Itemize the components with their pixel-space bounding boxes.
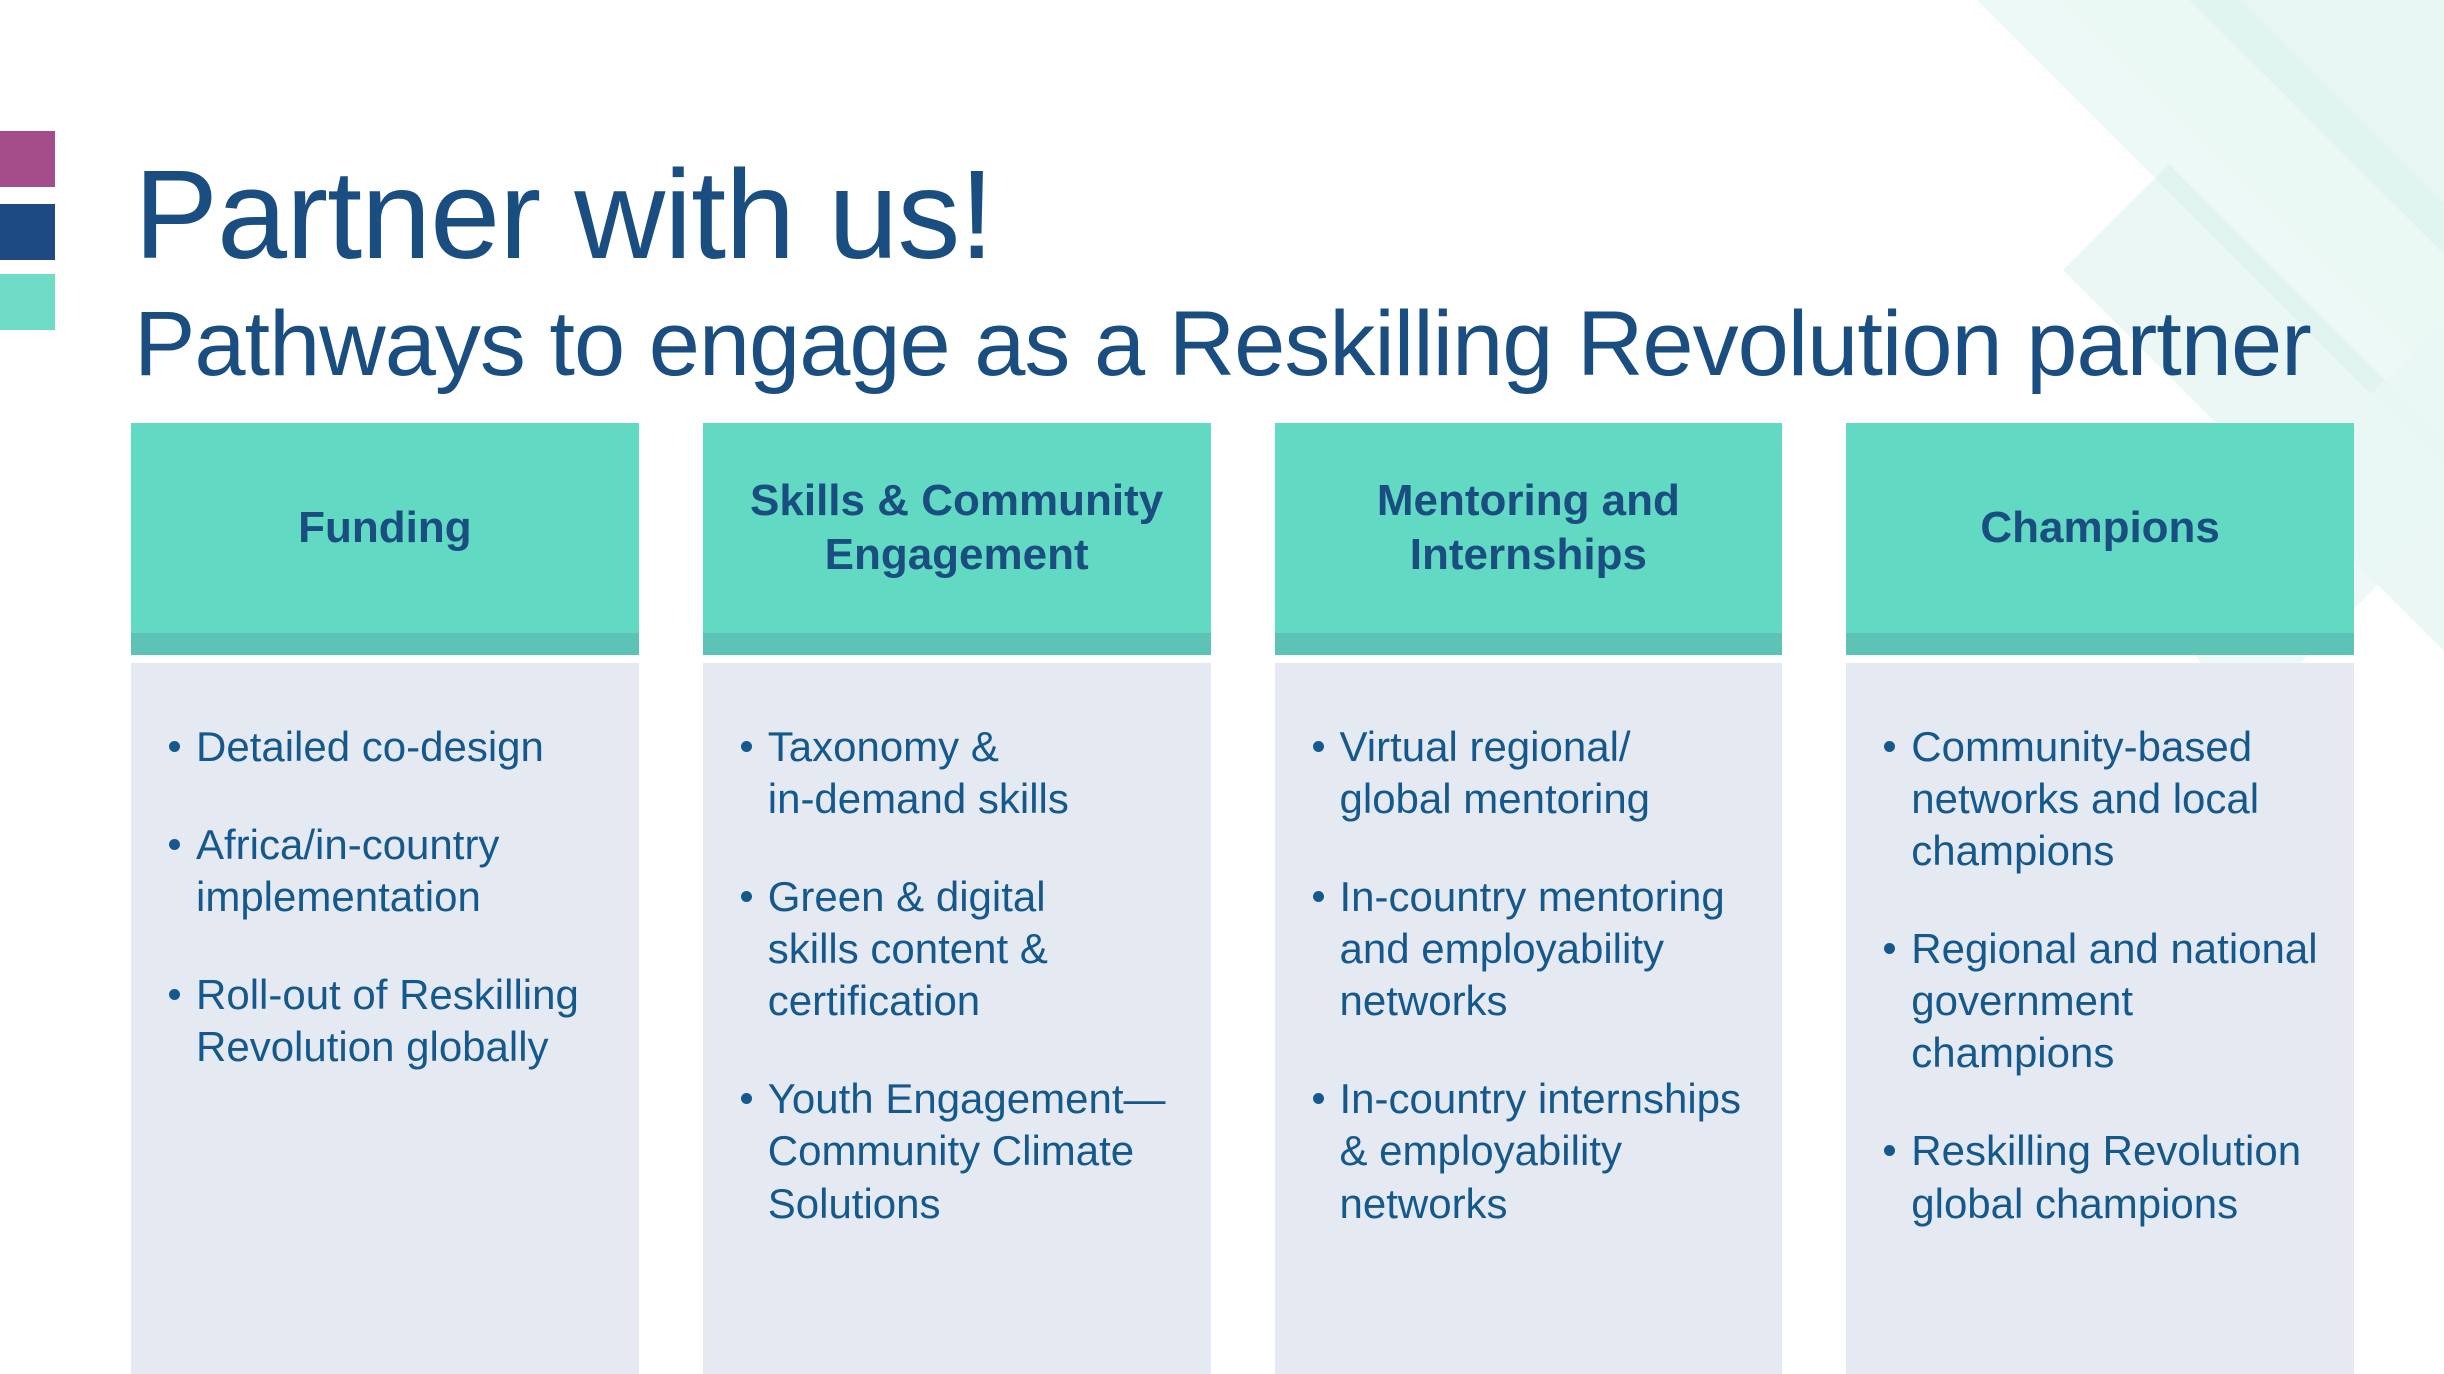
- bullet-text: Regional and national government champio…: [1911, 925, 2318, 1077]
- decoration-band: [2189, 0, 2444, 255]
- bullet-text: Africa/in-country implementation: [196, 821, 500, 921]
- list-item: Youth Engagement— Community Climate Solu…: [739, 1073, 1193, 1229]
- column-champions: Champions Community-based networks and l…: [1846, 423, 2354, 1374]
- slide-title: Partner with us!: [134, 144, 994, 285]
- column-mentoring-internships: Mentoring and Internships Virtual region…: [1274, 423, 1783, 1374]
- column-body: Virtual regional/ global mentoring In-co…: [1274, 663, 1783, 1374]
- bullet-list: Detailed co-design Africa/in-country imp…: [167, 721, 621, 1073]
- bullet-text: Roll-out of Reskilling Revolution global…: [196, 971, 579, 1071]
- bullet-text: Detailed co-design: [196, 723, 544, 770]
- column-gap: [1275, 655, 1783, 663]
- pathways-columns: Funding Detailed co-design Africa/in-cou…: [131, 423, 2354, 1374]
- column-header-underline: [1274, 633, 1783, 655]
- bullet-text: Virtual regional/ global mentoring: [1339, 723, 1651, 823]
- list-item: In-country internships & employability n…: [1311, 1073, 1765, 1229]
- bullet-text: Reskilling Revolution global champions: [1911, 1127, 2302, 1227]
- accent-square-navy: [0, 204, 55, 260]
- list-item: In-country mentoring and employability n…: [1311, 871, 1765, 1027]
- column-body: Community-based networks and local champ…: [1846, 663, 2354, 1374]
- column-header: Funding: [131, 423, 639, 633]
- list-item: Taxonomy & in-demand skills: [739, 721, 1193, 825]
- column-header: Champions: [1846, 423, 2354, 633]
- bullet-text: Community-based networks and local champ…: [1911, 723, 2260, 875]
- column-header: Mentoring and Internships: [1274, 423, 1783, 633]
- bullet-text: Youth Engagement— Community Climate Solu…: [767, 1075, 1166, 1227]
- bullet-text: Taxonomy & in-demand skills: [767, 723, 1069, 823]
- bullet-text: Green & digital skills content & certifi…: [767, 873, 1048, 1025]
- column-gap: [1846, 655, 2354, 663]
- column-funding: Funding Detailed co-design Africa/in-cou…: [131, 423, 639, 1374]
- column-gap: [131, 655, 639, 663]
- column-header-underline: [131, 633, 639, 655]
- column-header-underline: [1846, 633, 2354, 655]
- list-item: Detailed co-design: [167, 721, 621, 773]
- bullet-text: In-country mentoring and employability n…: [1339, 873, 1725, 1025]
- bullet-list: Taxonomy & in-demand skills Green & digi…: [739, 721, 1193, 1230]
- list-item: Green & digital skills content & certifi…: [739, 871, 1193, 1027]
- list-item: Africa/in-country implementation: [167, 819, 621, 923]
- list-item: Virtual regional/ global mentoring: [1311, 721, 1765, 825]
- list-item: Reskilling Revolution global champions: [1882, 1125, 2336, 1229]
- column-skills-community: Skills & Community Engagement Taxonomy &…: [702, 423, 1211, 1374]
- column-body: Detailed co-design Africa/in-country imp…: [131, 663, 639, 1374]
- accent-square-magenta: [0, 131, 55, 187]
- slide-subtitle: Pathways to engage as a Reskilling Revol…: [134, 293, 2312, 395]
- list-item: Roll-out of Reskilling Revolution global…: [167, 969, 621, 1073]
- column-header-underline: [702, 633, 1211, 655]
- list-item: Community-based networks and local champ…: [1882, 721, 2336, 877]
- column-header: Skills & Community Engagement: [702, 423, 1211, 633]
- bullet-text: In-country internships & employability n…: [1339, 1075, 1742, 1227]
- column-body: Taxonomy & in-demand skills Green & digi…: [702, 663, 1211, 1374]
- list-item: Regional and national government champio…: [1882, 923, 2336, 1079]
- bullet-list: Virtual regional/ global mentoring In-co…: [1311, 721, 1765, 1230]
- column-gap: [703, 655, 1211, 663]
- accent-square-teal: [0, 274, 55, 330]
- bullet-list: Community-based networks and local champ…: [1882, 721, 2336, 1230]
